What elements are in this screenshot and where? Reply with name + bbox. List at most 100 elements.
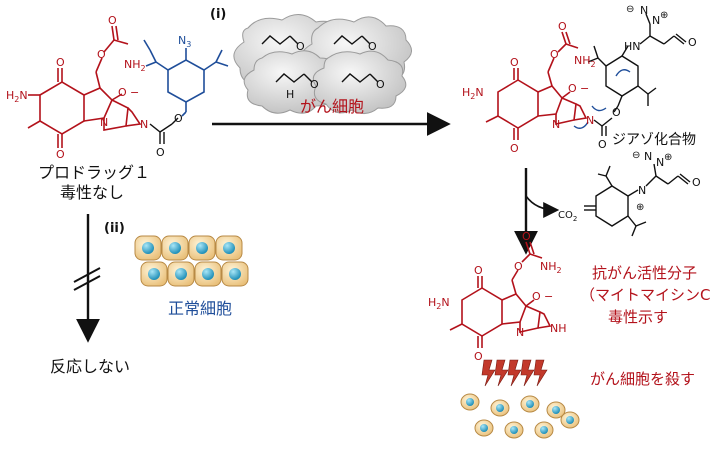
normal-cell <box>134 235 162 261</box>
prodrug-methoxy-dash: − <box>130 86 139 99</box>
prodrug-carbamate-o2: O <box>97 48 106 61</box>
byproduct-aldehyde-o: O <box>692 176 701 189</box>
lightning-bolt <box>481 359 496 387</box>
intermediate-aziridine-n: N <box>586 114 594 127</box>
lightning-bolt <box>533 359 548 387</box>
normal-cell <box>167 261 195 287</box>
prodrug-methoxy-o: O <box>118 86 127 99</box>
dying-cell <box>460 393 480 411</box>
cell-nucleus <box>480 424 488 432</box>
intermediate-diazo-n2: N <box>652 14 660 27</box>
prodrug-carbamate-o1: O <box>108 14 117 27</box>
co2-label: CO2 <box>558 210 577 223</box>
cell-nucleus <box>142 242 154 254</box>
cancer-cells-label: がん細胞 <box>300 97 364 116</box>
cell-nucleus <box>175 268 187 280</box>
lightning-bolts <box>481 359 548 387</box>
prodrug-quinone-o-top: O <box>56 56 65 69</box>
intermediate-diazo-plus: ⊕ <box>660 10 668 21</box>
normal-cell <box>194 261 222 287</box>
byproduct-diazo-n1: N <box>644 150 652 163</box>
cell-nucleus <box>552 406 560 414</box>
acrolein-o-1: O <box>296 40 305 53</box>
mitomycin-structure: NH2 O O H2N O O N O − NH <box>428 230 567 363</box>
prodrug-linker-o2: O <box>174 112 183 125</box>
prodrug-h2n: H2N <box>6 89 28 104</box>
prodrug-azide-n3: N3 <box>178 34 191 49</box>
byproduct-diazo-minus: ⊖ <box>632 150 640 161</box>
blocked-mark <box>73 267 101 291</box>
normal-cell <box>221 261 249 287</box>
byproduct-structure: N ⊕ O N N ⊖ ⊕ <box>584 150 701 237</box>
co2-release-arrow <box>525 195 560 218</box>
dying-cell <box>520 395 540 413</box>
lightning-bolt <box>494 359 509 387</box>
intermediate-quinone-o-top: O <box>510 56 519 69</box>
intermediate-linker-o1: O <box>598 138 607 151</box>
mitomycin-h2n: H2N <box>428 296 450 311</box>
dying-cell <box>490 399 510 417</box>
cancer-cells-cluster: O O O O H <box>233 14 412 114</box>
intermediate-h2n: H2N <box>462 86 484 101</box>
cell-nucleus <box>496 404 504 412</box>
normal-cell <box>188 235 216 261</box>
intermediate-diazo-n1: N <box>640 4 648 17</box>
intermediate-quinone-o-bottom: O <box>510 142 519 155</box>
lightning-bolt <box>507 359 522 387</box>
prodrug-ring-n: N <box>100 116 108 129</box>
kills-cancer-label: がん細胞を殺す <box>590 370 695 388</box>
normal-cells-label: 正常細胞 <box>168 299 232 318</box>
active-molecule-label: 抗がん活性分子 <box>592 264 697 282</box>
acrolein-h: H <box>286 88 294 101</box>
cell-nucleus <box>196 242 208 254</box>
acrolein-o-2: O <box>368 40 377 53</box>
mitomycin-quinone-o-top: O <box>474 264 483 277</box>
byproduct-plus: ⊕ <box>636 202 644 213</box>
cell-nucleus <box>169 242 181 254</box>
normal-cells-cluster <box>134 235 249 287</box>
dying-cell <box>560 411 580 429</box>
cell-nucleus <box>148 268 160 280</box>
intermediate-nh2: NH2 <box>574 54 596 69</box>
prodrug-toxicity-label: 毒性なし <box>60 183 124 202</box>
acrolein-o-4: O <box>376 78 385 91</box>
step-i-label: (i) <box>210 7 226 22</box>
intermediate-aldehyde-o: O <box>688 36 697 49</box>
intermediate-methoxy-o: O <box>568 82 577 95</box>
lightning-bolt <box>520 359 535 387</box>
cell-nucleus <box>526 400 534 408</box>
cell-nucleus <box>229 268 241 280</box>
active-toxicity-label: 毒性示す <box>608 308 668 326</box>
normal-cell <box>140 261 168 287</box>
dying-cell <box>534 421 554 439</box>
intermediate-methoxy-dash: − <box>580 82 589 95</box>
dying-cell <box>546 401 566 419</box>
cell-nucleus <box>466 398 474 406</box>
byproduct-diazo-n2: N <box>656 156 664 169</box>
mitomycin-nh2: NH2 <box>540 260 562 275</box>
mitomycin-quinone-o-bottom: O <box>474 350 483 363</box>
normal-cell <box>215 235 243 261</box>
mitomycin-carbamate-o2: O <box>514 260 523 273</box>
normal-cell <box>161 235 189 261</box>
intermediate-ring-n: N <box>552 118 560 131</box>
cell-nucleus <box>566 416 574 424</box>
cell-nucleus <box>223 242 235 254</box>
mitomycin-aziridine-nh: NH <box>550 322 567 335</box>
prodrug-label: プロドラッグ１ <box>38 163 150 182</box>
cell-nucleus <box>540 426 548 434</box>
prodrug-quinone-o-bottom: O <box>56 148 65 161</box>
no-reaction-label: 反応しない <box>50 357 130 376</box>
dying-cells <box>460 393 580 439</box>
prodrug-carbamate-nh2: NH2 <box>124 58 146 73</box>
diazo-compound-label: ジアゾ化合物 <box>612 132 696 148</box>
mitomycin-ring-n: N <box>516 326 524 339</box>
dying-cell <box>474 419 494 437</box>
mitomycin-methoxy-dash: − <box>544 290 553 303</box>
dying-cell <box>504 421 524 439</box>
intermediate-hn: HN <box>624 40 641 53</box>
byproduct-n: N <box>638 184 646 197</box>
mitomycin-methoxy-o: O <box>532 290 541 303</box>
